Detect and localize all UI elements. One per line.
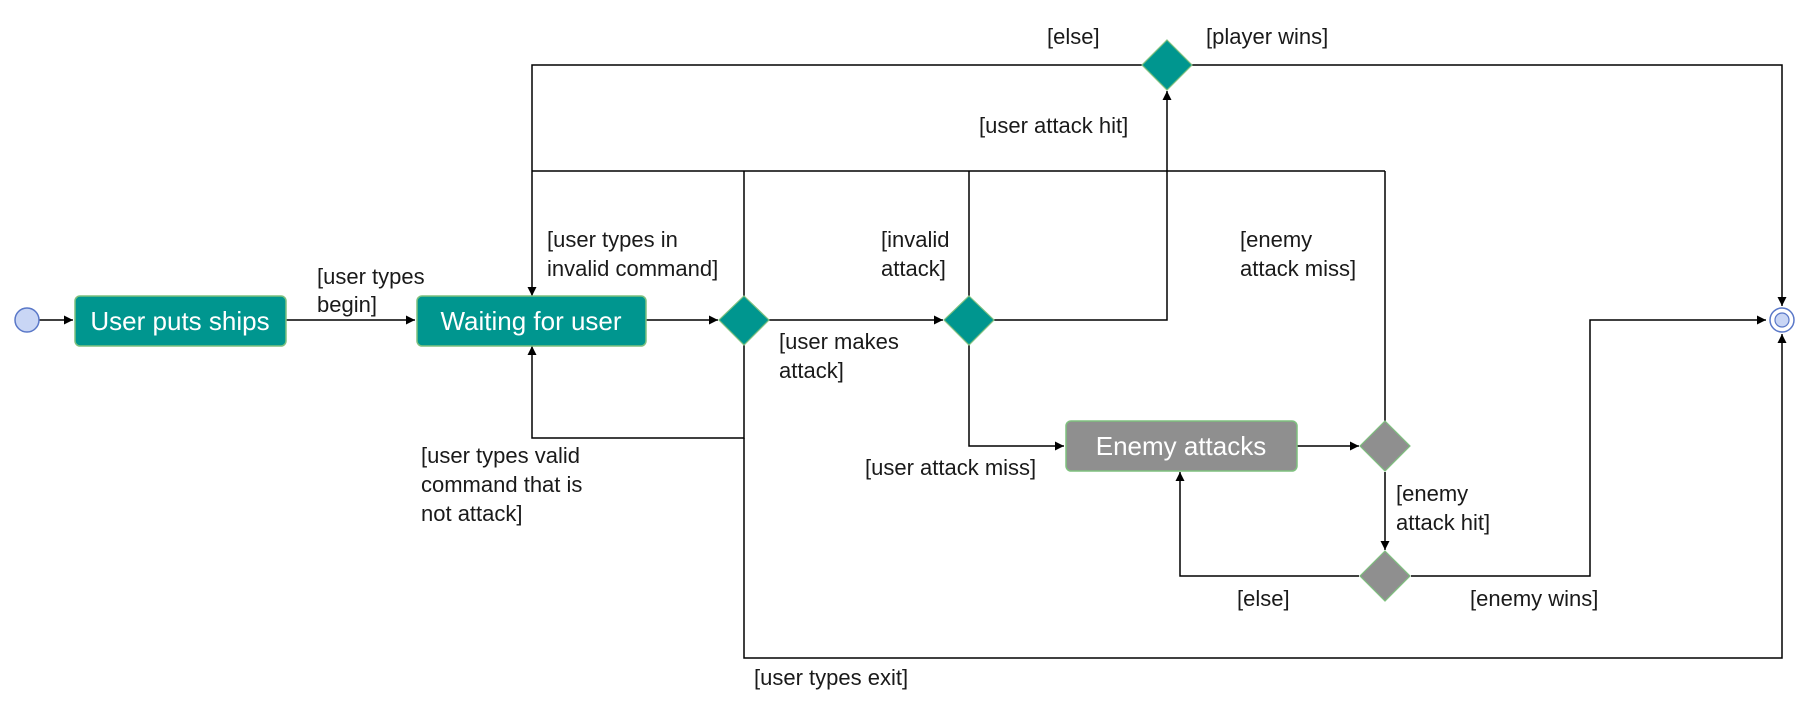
edge-d2-to-top-decision bbox=[993, 91, 1172, 321]
label-user-types-exit: [user types exit] bbox=[754, 665, 908, 690]
decision-enemy-wins bbox=[1359, 550, 1411, 602]
decision-after-waiting bbox=[718, 295, 770, 346]
label-enemy-wins: [enemy wins] bbox=[1470, 586, 1598, 611]
label-enemy-attack-hit: [enemy attack hit] bbox=[1396, 481, 1490, 535]
edge-d4-else-to-enemy bbox=[1175, 472, 1359, 577]
label-invalid-attack: [invalid attack] bbox=[881, 227, 956, 281]
edge-d4-enemy-wins bbox=[1411, 315, 1766, 577]
node-enemy-attacks-label: Enemy attacks bbox=[1096, 431, 1267, 461]
node-user-puts-ships: User puts ships bbox=[74, 295, 287, 347]
label-user-attack-hit: [user attack hit] bbox=[979, 113, 1128, 138]
label-user-types-begin: [user types begin] bbox=[317, 264, 431, 317]
label-user-attack-miss: [user attack miss] bbox=[865, 455, 1036, 480]
edge-d1-valid-not-attack bbox=[527, 344, 745, 439]
label-user-types-valid-not-attack: [user types valid command that is not at… bbox=[421, 443, 589, 526]
label-enemy-attack-miss: [enemy attack miss] bbox=[1240, 227, 1356, 281]
initial-node bbox=[14, 307, 40, 333]
node-waiting-for-user: Waiting for user bbox=[416, 295, 647, 347]
node-user-puts-ships-label: User puts ships bbox=[90, 306, 269, 336]
edge-d1-user-exit bbox=[743, 334, 1787, 659]
node-waiting-for-user-label: Waiting for user bbox=[440, 306, 621, 336]
label-user-makes-attack: [user makes attack] bbox=[779, 329, 905, 383]
decision-attack-validity bbox=[943, 295, 995, 346]
label-player-wins: [player wins] bbox=[1206, 24, 1328, 49]
edges bbox=[37, 64, 1787, 659]
edge-d2-user-attack-miss bbox=[968, 344, 1064, 451]
decision-enemy-hit bbox=[1359, 420, 1411, 472]
node-enemy-attacks: Enemy attacks bbox=[1065, 420, 1298, 472]
decision-player-wins bbox=[1141, 39, 1193, 91]
edge-top-else-to-waiting bbox=[527, 64, 1143, 296]
label-else-bottom: [else] bbox=[1237, 586, 1290, 611]
edge-player-wins-to-final bbox=[1191, 64, 1787, 306]
label-user-types-invalid-command: [user types in invalid command] bbox=[547, 227, 718, 281]
final-node bbox=[1769, 307, 1795, 333]
edge-labels: [user types begin] [user types in invali… bbox=[317, 24, 1598, 690]
label-else-top: [else] bbox=[1047, 24, 1100, 49]
